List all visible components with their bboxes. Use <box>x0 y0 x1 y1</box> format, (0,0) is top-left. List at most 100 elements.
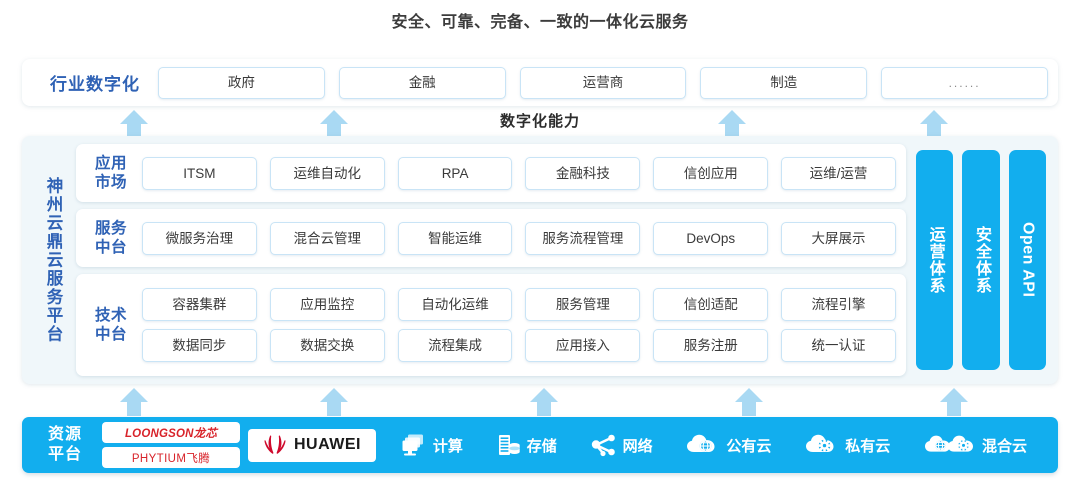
flow-arrow-up-top-1 <box>120 110 148 138</box>
resource-item-label: 公有云 <box>726 437 772 455</box>
huawei-flower-icon <box>264 435 286 454</box>
resource-item-label: 计算 <box>432 437 463 455</box>
pillar-security-system[interactable]: 安全体系 <box>962 150 1000 370</box>
tier-application-market: 应用 市场 ITSM 运维自动化 RPA 金融科技 信创应用 运维/运营 <box>76 144 906 202</box>
cell-unified-auth[interactable]: 统一认证 <box>781 329 896 362</box>
cell-intelligent-ops[interactable]: 智能运维 <box>397 221 513 255</box>
arrow-tail <box>327 402 341 416</box>
cell-xinchuang-adaptation[interactable]: 信创适配 <box>653 288 769 321</box>
cell-service-registry[interactable]: 服务注册 <box>653 329 769 362</box>
platform-tier-stack: 应用 市场 ITSM 运维自动化 RPA 金融科技 信创应用 运维/运营 服务 … <box>76 144 906 376</box>
loongson-logo: LOONGSON龙芯 <box>102 422 240 443</box>
industry-box-telecom[interactable]: 运营商 <box>519 66 687 99</box>
resource-item-public-cloud[interactable]: 公有云 <box>686 433 771 457</box>
cell-app-monitoring[interactable]: 应用监控 <box>269 288 385 321</box>
cell-row: ITSM 运维自动化 RPA 金融科技 信创应用 运维/运营 <box>142 156 896 190</box>
arrow-tail <box>742 402 756 416</box>
phytium-logo: PHYTIUM飞腾 <box>102 447 240 468</box>
cell-automated-ops[interactable]: 自动化运维 <box>397 288 513 321</box>
industry-box-government[interactable]: 政府 <box>158 66 325 99</box>
resource-item-network[interactable]: 网络 <box>591 433 653 457</box>
arrow-head-icon <box>530 388 558 402</box>
resource-platform-label: 资源 平台 <box>47 426 82 463</box>
cell-row: 数据同步 数据交换 流程集成 应用接入 服务注册 统一认证 <box>142 329 896 362</box>
cell-itsm[interactable]: ITSM <box>142 156 257 190</box>
resource-item-compute[interactable]: 计算 <box>401 433 463 457</box>
flow-arrow-up-top-2 <box>320 110 348 138</box>
resource-item-private-cloud[interactable]: 私有云 <box>805 433 890 457</box>
industry-box-manufacturing[interactable]: 制造 <box>700 66 868 99</box>
arrow-tail <box>127 402 141 416</box>
cell-ops-automation[interactable]: 运维自动化 <box>269 156 385 190</box>
resource-platform-bar: 资源 平台 LOONGSON龙芯 PHYTIUM飞腾 HUAWEI <box>22 417 1058 473</box>
cell-devops[interactable]: DevOps <box>653 221 769 255</box>
cell-rpa[interactable]: RPA <box>397 156 513 190</box>
cell-data-exchange[interactable]: 数据交换 <box>269 329 385 362</box>
storage-icon <box>497 433 521 457</box>
chip-vendor-logo-stack: LOONGSON龙芯 PHYTIUM飞腾 <box>98 422 240 468</box>
flow-arrow-up-bottom-3 <box>530 388 558 416</box>
private-cloud-icon <box>805 433 839 457</box>
cell-service-mgmt[interactable]: 服务管理 <box>525 288 641 321</box>
arrow-head-icon <box>320 388 348 402</box>
resource-item-group: 计算 存储 <box>376 433 1044 457</box>
cell-hybrid-cloud-mgmt[interactable]: 混合云管理 <box>269 221 385 255</box>
cell-process-engine[interactable]: 流程引擎 <box>781 288 896 321</box>
cell-dashboard-display[interactable]: 大屏展示 <box>781 221 896 255</box>
resource-item-storage[interactable]: 存储 <box>497 433 557 457</box>
arrow-head-icon <box>920 110 948 124</box>
industry-digitalization-row: 行业数字化 政府 金融 运营商 制造 ...... <box>22 59 1058 106</box>
cell-app-access[interactable]: 应用接入 <box>525 329 641 362</box>
cell-process-integration[interactable]: 流程集成 <box>397 329 513 362</box>
arrow-head-icon <box>120 388 148 402</box>
cell-container-cluster[interactable]: 容器集群 <box>142 288 257 321</box>
cell-row: 容器集群 应用监控 自动化运维 服务管理 信创适配 流程引擎 <box>142 288 896 321</box>
resource-item-hybrid-cloud[interactable]: 混合云 <box>924 433 1027 457</box>
resource-item-label: 网络 <box>622 437 653 455</box>
cell-microservice-governance[interactable]: 微服务治理 <box>142 221 257 255</box>
pillar-operation-system[interactable]: 运营体系 <box>916 150 954 370</box>
arrow-tail <box>327 124 341 138</box>
flow-arrow-up-bottom-1 <box>120 388 148 416</box>
resource-flow-arrow-band <box>0 386 1080 416</box>
flow-arrow-up-bottom-4 <box>735 388 763 416</box>
arrow-tail <box>947 402 961 416</box>
resource-item-label: 私有云 <box>845 437 891 455</box>
cell-fintech[interactable]: 金融科技 <box>525 156 641 190</box>
tier-label-service-midplatform: 服务 中台 <box>94 220 127 256</box>
digital-capability-label: 数字化能力 <box>499 113 580 130</box>
arrow-tail <box>725 124 739 138</box>
network-icon <box>591 433 617 457</box>
tier-body-service-midplatform: 微服务治理 混合云管理 智能运维 服务流程管理 DevOps 大屏展示 <box>136 221 896 255</box>
arrow-tail <box>127 124 141 138</box>
arrow-head-icon <box>940 388 968 402</box>
digital-capability-band: 数字化能力 <box>0 108 1080 138</box>
tier-label-technology-midplatform: 技术 中台 <box>94 307 127 343</box>
cell-ops-operation[interactable]: 运维/运营 <box>781 156 896 190</box>
arrow-head-icon <box>320 110 348 124</box>
tier-body-technology-midplatform: 容器集群 应用监控 自动化运维 服务管理 信创适配 流程引擎 数据同步 数据交换… <box>136 288 896 362</box>
flow-arrow-up-bottom-2 <box>320 388 348 416</box>
tier-service-midplatform: 服务 中台 微服务治理 混合云管理 智能运维 服务流程管理 DevOps 大屏展… <box>76 209 906 267</box>
hybrid-cloud-icon <box>924 433 976 457</box>
resource-item-label: 存储 <box>526 437 557 455</box>
platform-pillar-group: 运营体系 安全体系 Open API <box>906 144 1046 376</box>
industry-box-more[interactable]: ...... <box>881 66 1048 99</box>
flow-arrow-up-top-4 <box>920 110 948 138</box>
cell-data-sync[interactable]: 数据同步 <box>142 329 257 362</box>
industry-box-finance[interactable]: 金融 <box>338 66 506 99</box>
arrow-head-icon <box>735 388 763 402</box>
pillar-open-api[interactable]: Open API <box>1008 150 1046 370</box>
cell-xinchuang-app[interactable]: 信创应用 <box>653 156 769 190</box>
flow-arrow-up-top-3 <box>718 110 746 138</box>
cell-service-process-mgmt[interactable]: 服务流程管理 <box>525 221 641 255</box>
huawei-logo: HUAWEI <box>248 428 376 462</box>
arrow-tail <box>927 124 941 138</box>
arrow-tail <box>537 402 551 416</box>
tier-body-application-market: ITSM 运维自动化 RPA 金融科技 信创应用 运维/运营 <box>136 156 896 190</box>
arrow-head-icon <box>120 110 148 124</box>
arrow-head-icon <box>718 110 746 124</box>
page-title: 安全、可靠、完备、一致的一体化云服务 <box>391 14 689 31</box>
resource-item-label: 混合云 <box>982 437 1028 455</box>
flow-arrow-up-bottom-5 <box>940 388 968 416</box>
